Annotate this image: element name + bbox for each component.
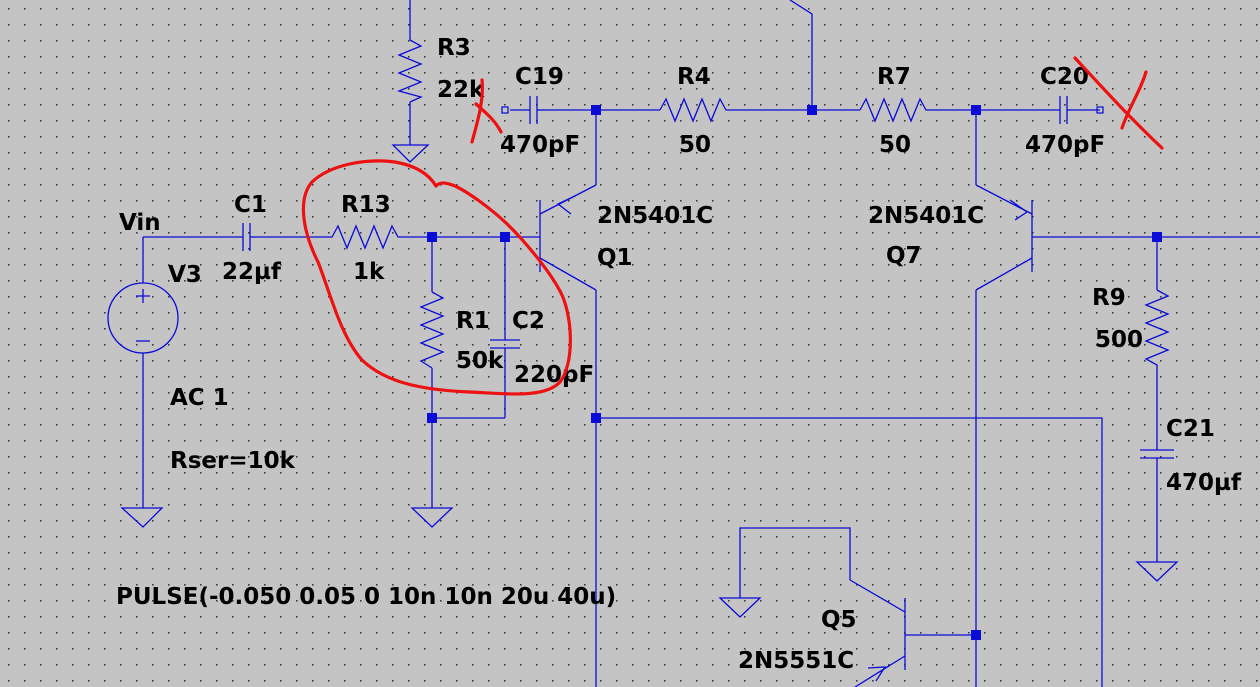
- ground-symbol-r3: [391, 144, 430, 163]
- junction-dots: [427, 105, 1162, 640]
- wires: [142, 0, 1260, 687]
- c21-value: 470µf: [1166, 470, 1242, 496]
- resistor-r4[interactable]: [659, 97, 730, 123]
- c2-value: 220pF: [514, 362, 594, 388]
- c19-value: 470pF: [500, 132, 580, 158]
- v3-pulse-spec: PULSE(-0.050 0.05 0 10n 10n 20u 40u): [116, 584, 616, 610]
- resistor-r7[interactable]: [859, 97, 930, 123]
- c19-name: C19: [515, 64, 564, 90]
- r9-name: R9: [1092, 285, 1126, 311]
- resistor-r9[interactable]: [1144, 289, 1170, 370]
- ground-symbol-r1: [410, 507, 454, 528]
- resistor-r1[interactable]: [419, 291, 445, 369]
- v3-name: V3: [168, 262, 202, 288]
- r13-value: 1k: [353, 259, 385, 285]
- capacitor-c2[interactable]: [490, 339, 520, 349]
- q5-name: Q5: [821, 607, 857, 633]
- c20-name: C20: [1040, 64, 1089, 90]
- resistor-r13[interactable]: [305, 224, 408, 250]
- q1-model: 2N5401C: [597, 203, 713, 229]
- transistor-q7[interactable]: [975, 184, 1033, 291]
- labels: R3 22k C19 470pF R4 50 R7 50 C20 470pF V…: [116, 35, 1242, 674]
- r1-value: 50k: [456, 348, 504, 374]
- ground-symbol-v3: [120, 507, 164, 528]
- q7-name: Q7: [886, 243, 922, 269]
- red-annotations: [301, 56, 1164, 396]
- r7-value: 50: [879, 132, 911, 158]
- r4-value: 50: [679, 132, 711, 158]
- ground-symbol-c21: [1135, 561, 1179, 582]
- capacitor-c20[interactable]: [1059, 96, 1104, 124]
- r9-value: 500: [1095, 327, 1143, 353]
- c20-value: 470pF: [1025, 132, 1105, 158]
- capacitor-c1[interactable]: [242, 223, 257, 251]
- v3-ac-label: AC 1: [170, 385, 229, 411]
- r3-value: 22k: [437, 77, 485, 103]
- vin-net-label: Vin: [119, 210, 161, 236]
- r3-name: R3: [437, 35, 471, 61]
- q7-model: 2N5401C: [868, 203, 984, 229]
- voltage-source-v3[interactable]: [107, 282, 179, 354]
- red-x-c19: [470, 78, 503, 144]
- r13-name: R13: [341, 192, 391, 218]
- r4-name: R4: [677, 64, 711, 90]
- c1-name: C1: [234, 192, 267, 218]
- red-x-c20: [1073, 56, 1164, 150]
- r7-name: R7: [877, 64, 911, 90]
- capacitor-c21[interactable]: [1140, 449, 1174, 459]
- c1-value: 22µf: [222, 259, 282, 285]
- q1-name: Q1: [597, 245, 633, 271]
- red-circle-annotation: [301, 159, 572, 396]
- transistor-q5[interactable]: [849, 579, 906, 687]
- ground-symbol-q5: [718, 597, 762, 618]
- r1-name: R1: [456, 308, 490, 334]
- capacitor-c19[interactable]: [501, 96, 550, 124]
- q5-model: 2N5551C: [738, 648, 854, 674]
- resistor-r3[interactable]: [396, 39, 423, 103]
- v3-rser-label: Rser=10k: [170, 448, 296, 474]
- c2-name: C2: [512, 308, 545, 334]
- c21-name: C21: [1166, 416, 1215, 442]
